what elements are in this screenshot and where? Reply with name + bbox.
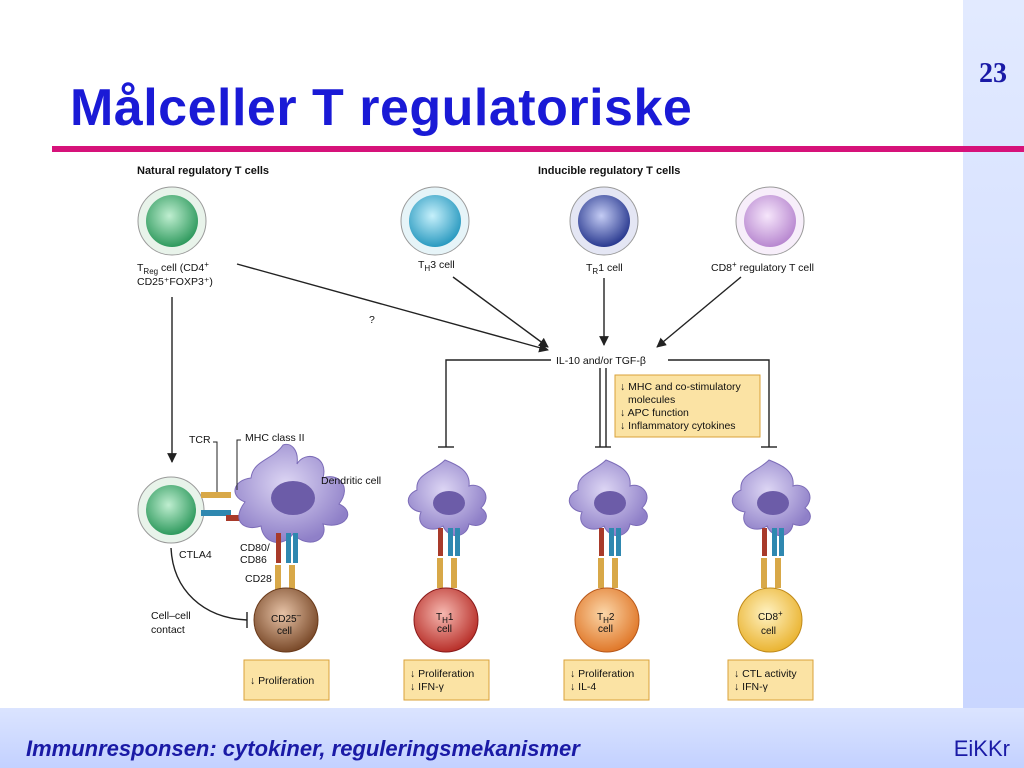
label-leaders: [213, 439, 241, 492]
svg-text:TH2: TH2: [597, 612, 615, 625]
th3-label: TH3 cell: [418, 259, 455, 273]
page-title: Målceller T regulatoriske: [70, 79, 693, 137]
svg-text:↓ Inflammatory cytokines: ↓ Inflammatory cytokines: [620, 420, 736, 432]
treg-cell-top: [137, 186, 207, 256]
cd80-label: CD80/: [240, 542, 270, 554]
svg-text:↓ IL-4: ↓ IL-4: [570, 681, 596, 693]
svg-text:↓ IFN-γ: ↓ IFN-γ: [410, 681, 445, 693]
svg-text:cell: cell: [277, 626, 292, 637]
costim-receptors-left: [275, 533, 298, 595]
outcome-box-th1: ↓ Proliferation ↓ IFN-γ: [403, 659, 490, 701]
right-decorative-band: [963, 0, 1024, 708]
outcome-box-cd8: ↓ CTL activity ↓ IFN-γ: [727, 659, 814, 701]
footer-band: [0, 708, 1024, 768]
svg-text:TH1: TH1: [436, 612, 454, 625]
contact-label-2: contact: [151, 624, 185, 636]
contact-label-1: Cell–cell: [151, 610, 191, 622]
dendritic-label: Dendritic cell: [321, 475, 381, 487]
svg-text:↓ IFN-γ: ↓ IFN-γ: [734, 681, 769, 693]
svg-text:↓ APC function: ↓ APC function: [620, 407, 689, 419]
column-th2: TH2 cell: [568, 459, 648, 653]
header-natural: Natural regulatory T cells: [137, 165, 269, 177]
treg-label: TReg cell (CD4+: [137, 260, 209, 276]
svg-text:↓ CTL activity: ↓ CTL activity: [734, 668, 797, 680]
ctla4-label: CTLA4: [179, 549, 212, 561]
svg-text:↓ Proliferation: ↓ Proliferation: [570, 668, 634, 680]
th3-cell: [400, 186, 470, 256]
tr1-cell: [569, 186, 639, 256]
svg-text:↓ MHC and co-stimulatory: ↓ MHC and co-stimulatory: [620, 381, 742, 393]
column-cd8: CD8+ cell: [731, 459, 811, 653]
outcome-box-cd25: ↓ Proliferation: [243, 659, 330, 701]
title-rule: [52, 146, 1024, 152]
svg-text:↓ Proliferation: ↓ Proliferation: [250, 675, 314, 687]
il10-tgfb-label: IL-10 and/or TGF-β: [556, 355, 646, 367]
mhc-label: MHC class II: [245, 432, 305, 444]
footer-author: EiKKr: [953, 736, 1010, 761]
inhibition-lines: [438, 359, 777, 448]
svg-text:↓ Proliferation: ↓ Proliferation: [410, 668, 474, 680]
svg-text:molecules: molecules: [628, 394, 675, 406]
header-inducible: Inducible regulatory T cells: [538, 165, 680, 177]
page-number: 23: [979, 58, 1007, 89]
apc-effects-box: ↓ MHC and co-stimulatory molecules ↓ APC…: [614, 374, 761, 438]
cd25-cell: CD25– cell: [253, 587, 319, 653]
treg-diagram: Natural regulatory T cells Inducible reg…: [133, 160, 829, 708]
svg-text:CD8+: CD8+: [758, 609, 783, 623]
dendritic-cell-main: [234, 443, 349, 543]
svg-text:CD25–: CD25–: [271, 611, 302, 625]
cytokine-arrows: [167, 263, 742, 463]
cell-contact-line: [170, 547, 248, 628]
cd28-label: CD28: [245, 573, 272, 585]
cd86-label: CD86: [240, 554, 267, 566]
svg-text:cell: cell: [598, 624, 613, 635]
footer-course-title: Immunresponsen: cytokiner, reguleringsme…: [26, 736, 580, 761]
svg-text:cell: cell: [437, 624, 452, 635]
tcr-label: TCR: [189, 434, 211, 446]
column-th1: TH1 cell: [407, 459, 487, 653]
cd8reg-label: CD8+ regulatory T cell: [711, 260, 814, 274]
question-mark: ?: [369, 314, 375, 326]
treg-cell-bottom: [137, 476, 205, 544]
cd8-regulatory-cell: [735, 186, 805, 256]
svg-text:cell: cell: [761, 626, 776, 637]
outcome-box-th2: ↓ Proliferation ↓ IL-4: [563, 659, 650, 701]
treg-label-line2: CD25⁺FOXP3⁺): [137, 276, 213, 288]
tr1-label: TR1 cell: [586, 262, 623, 276]
